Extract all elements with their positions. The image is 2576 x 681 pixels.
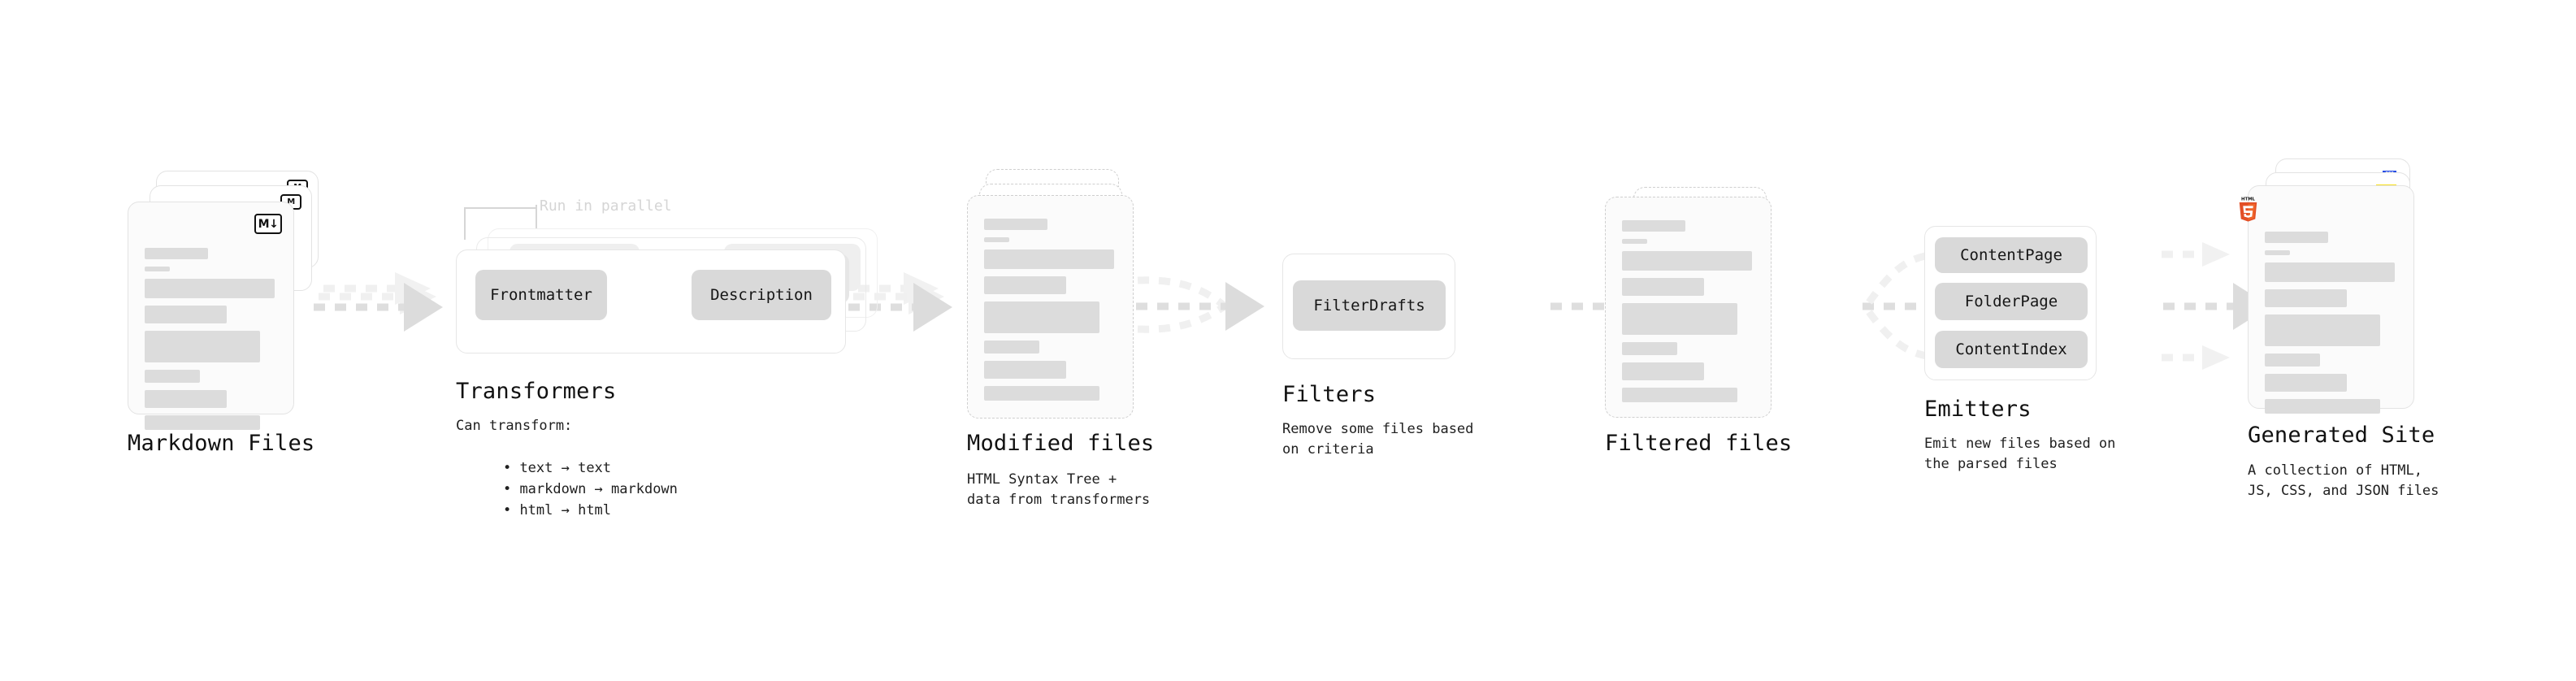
stage-caption-transformers: Can transform: <box>456 418 573 434</box>
modified-card-front[interactable] <box>967 195 1134 419</box>
content-bar <box>2265 250 2290 255</box>
run-in-parallel-label: Run in parallel <box>540 197 672 215</box>
transform-bullet-3: • html → html <box>470 480 611 540</box>
transform-bullet-1: • text → text <box>470 438 611 498</box>
content-bar <box>145 267 170 271</box>
content-bar <box>984 386 1099 401</box>
emitter-pill-contentpage[interactable]: ContentPage <box>1935 237 2088 273</box>
content-bar <box>984 237 1009 242</box>
transformer-pill-description[interactable]: Description <box>692 270 831 320</box>
filtered-card-front[interactable] <box>1605 197 1772 418</box>
transform-bullet-2-label: markdown → markdown <box>519 480 678 497</box>
stage-caption-modified-files: HTML Syntax Tree + data from transformer… <box>967 471 1151 508</box>
content-bar <box>1622 278 1705 296</box>
content-bar <box>2265 374 2348 392</box>
content-bar <box>145 370 201 383</box>
stage-title-filters: Filters <box>1282 382 1377 407</box>
content-bar <box>1622 362 1705 380</box>
content-bar <box>145 390 228 408</box>
transform-bullet-2: • markdown → markdown <box>470 459 678 519</box>
content-bar <box>145 248 209 259</box>
content-bar <box>2265 399 2380 414</box>
file-content-placeholder <box>145 248 277 437</box>
stage-caption-generated-site: A collection of HTML, JS, CSS, and JSON … <box>2248 462 2439 499</box>
emitter-pill-folderpage[interactable]: FolderPage <box>1935 283 2088 320</box>
content-bar <box>1622 239 1647 244</box>
content-bar <box>1622 303 1737 335</box>
arrow-markdown-to-transformers <box>314 272 443 332</box>
transformer-pill-frontmatter[interactable]: Frontmatter <box>475 270 607 320</box>
html5-icon: HTML <box>2237 196 2259 222</box>
markdown-icon: M↓ <box>254 214 282 234</box>
file-content-placeholder <box>1622 220 1754 410</box>
bullet-dot: • <box>502 501 520 518</box>
transform-bullet-3-label: html → html <box>519 501 612 518</box>
content-bar <box>145 279 275 298</box>
content-bar <box>2265 262 2395 282</box>
stage-title-markdown-files: Markdown Files <box>128 431 315 456</box>
stage-caption-emitters: Emit new files based on the parsed files <box>1924 436 2116 472</box>
transform-bullet-1-label: text → text <box>519 459 612 476</box>
stage-title-emitters: Emitters <box>1924 397 2032 422</box>
content-bar <box>1622 251 1752 271</box>
content-bar <box>984 340 1040 354</box>
site-card-front[interactable]: HTML <box>2239 185 2414 414</box>
content-bar <box>145 306 228 323</box>
stage-title-modified-files: Modified files <box>967 431 1155 456</box>
file-content-placeholder <box>984 219 1117 408</box>
content-bar <box>1622 220 1686 232</box>
content-bar <box>2265 232 2329 243</box>
file-card-front[interactable]: M↓ <box>128 202 294 430</box>
content-bar <box>1622 342 1678 355</box>
content-bar <box>1622 388 1737 402</box>
arrow-modified-to-filters <box>1136 276 1264 333</box>
content-bar <box>2265 314 2380 346</box>
bullet-dot: • <box>502 480 520 497</box>
stage-title-generated-site: Generated Site <box>2248 423 2435 448</box>
content-bar <box>145 331 260 362</box>
content-bar <box>2265 354 2321 367</box>
bullet-dot: • <box>502 459 520 476</box>
stage-title-filtered-files: Filtered files <box>1605 431 1793 456</box>
content-bar <box>984 361 1067 379</box>
html5-shield-svg: HTML <box>2239 197 2257 222</box>
emitter-pill-contentindex[interactable]: ContentIndex <box>1935 331 2088 368</box>
content-bar <box>145 415 260 430</box>
content-bar <box>2265 289 2348 307</box>
content-bar <box>984 301 1099 333</box>
content-bar <box>984 249 1114 269</box>
content-bar <box>984 276 1067 294</box>
filter-pill-filterdrafts[interactable]: FilterDrafts <box>1293 280 1446 331</box>
stage-title-transformers: Transformers <box>456 379 617 404</box>
file-content-placeholder <box>2265 232 2397 421</box>
stage-caption-filters: Remove some files based on criteria <box>1282 421 1474 458</box>
svg-text:HTML: HTML <box>2241 197 2255 202</box>
content-bar <box>984 219 1048 230</box>
